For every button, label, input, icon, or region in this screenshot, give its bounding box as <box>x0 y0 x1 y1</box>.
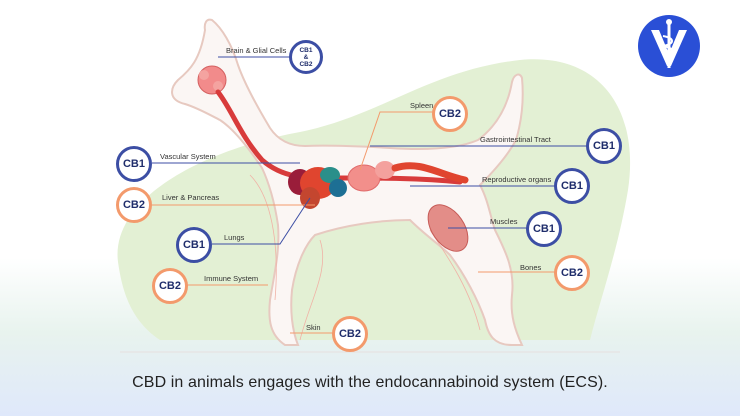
badge-reproductive: CB1 <box>554 168 590 204</box>
badge-brain-line1: CB1 <box>299 46 313 54</box>
badge-immune: CB2 <box>152 268 188 304</box>
caption-text: CBD in animals engages with the endocann… <box>132 374 608 391</box>
badge-spleen: CB2 <box>432 96 468 132</box>
label-bones: Bones <box>520 263 542 272</box>
badge-skin: CB2 <box>332 316 368 352</box>
stomach-organ <box>320 167 340 183</box>
badge-lungs: CB1 <box>176 227 212 263</box>
badge-brain-line2: CB2 <box>299 60 313 68</box>
label-immune: Immune System <box>204 274 259 283</box>
badge-vascular: CB1 <box>116 146 152 182</box>
badge-brain-amp: & <box>303 53 309 61</box>
brain-organ <box>197 65 227 95</box>
badge-muscles: CB1 <box>526 211 562 247</box>
label-muscles: Muscles <box>490 217 518 226</box>
brand-logo <box>619 0 719 92</box>
label-reproductive: Reproductive organs <box>482 175 552 184</box>
label-gastro: Gastrointestinal Tract <box>480 135 551 144</box>
caduceus-v-icon <box>638 15 700 77</box>
intestines-organ <box>347 164 381 192</box>
label-vascular: Vascular System <box>160 152 216 161</box>
badge-brain: CB1 & CB2 <box>289 40 323 74</box>
colon-organ <box>391 162 469 184</box>
connector-lungs <box>212 197 311 245</box>
badge-bones: CB2 <box>554 255 590 291</box>
label-skin: Skin <box>306 323 321 332</box>
badge-gastro: CB1 <box>586 128 622 164</box>
label-spleen: Spleen <box>410 101 434 110</box>
label-lungs: Lungs <box>224 233 245 242</box>
dog-body <box>171 18 524 346</box>
badge-liver: CB2 <box>116 187 152 223</box>
label-liver: Liver & Pancreas <box>162 193 220 202</box>
connector-spleen <box>359 111 437 171</box>
label-brain: Brain & Glial Cells <box>226 46 287 55</box>
